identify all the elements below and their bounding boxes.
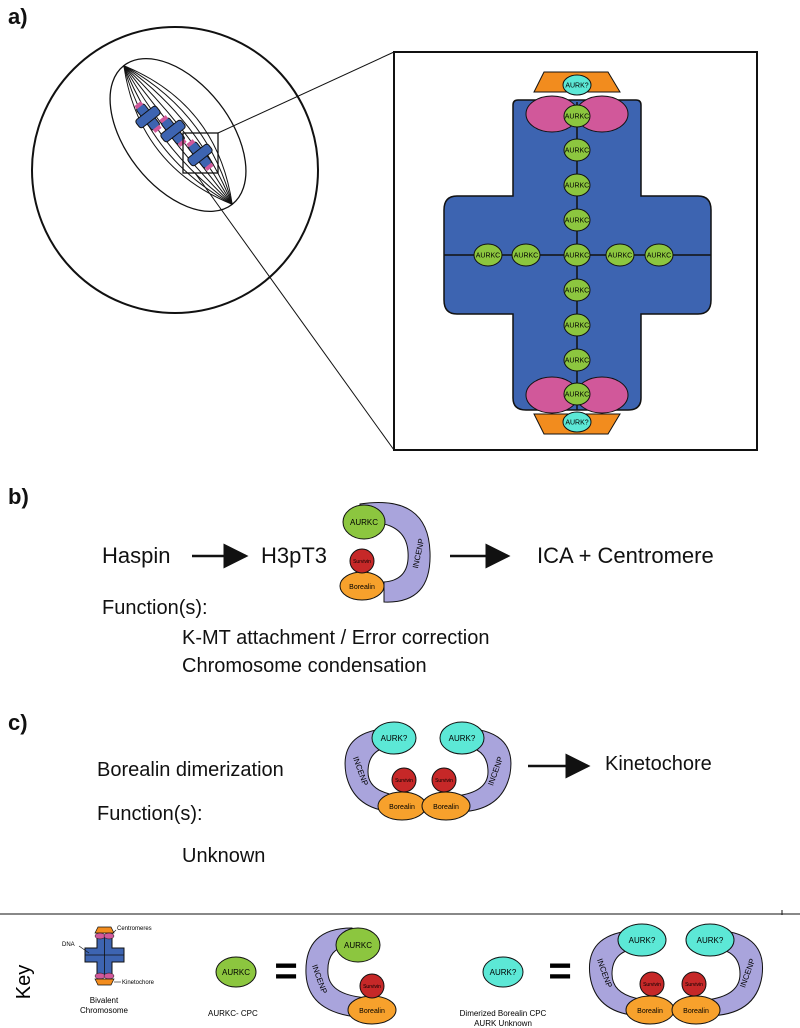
key-complex-kinase-label: AURKC <box>344 941 372 950</box>
dimer-kinase-left-label: AURK? <box>381 734 408 743</box>
dimer-kinase-right-label: AURK? <box>449 734 476 743</box>
panel-c-function-heading: Function(s): <box>97 803 203 825</box>
pathway-step-h3pt3: H3pT3 <box>261 543 328 568</box>
zoom-aurkc-vertical-label: AURKC <box>565 358 590 365</box>
zoom-aurk-unknown-bottom <box>562 411 592 433</box>
key-dimer-caption-line1: Dimerized Borealin CPC <box>460 1009 547 1018</box>
zoom-aurkc-vertical <box>563 278 591 302</box>
key-kinetochore-label: Kinetochore <box>122 980 155 986</box>
pathway-step-haspin: Haspin <box>102 543 171 568</box>
dimer-borealin-right-label: Borealin <box>433 804 459 811</box>
key-aurkc-caption: AURKC- CPC <box>208 1009 258 1018</box>
panel-b-label: b) <box>8 484 29 509</box>
panel-c-process: Borealin dimerization <box>97 759 284 781</box>
zoom-aurkc-vertical <box>563 348 591 372</box>
key-dimer-survivin-right-label: Survivin <box>685 982 703 988</box>
key-complex-borealin-label: Borealin <box>359 1008 385 1015</box>
key-dimer-survivin-left-label: Survivin <box>643 982 661 988</box>
zoom-aurkc-horizontal <box>605 243 635 267</box>
panel-b-function-line-2: Chromosome condensation <box>182 655 427 677</box>
zoom-aurkc-horizontal-label: AURKC <box>647 253 672 260</box>
spindle <box>109 57 247 213</box>
zoom-protein-layer: AURK? AURKC AURKC AURKC AURKC AURKC AURKC AURKC… <box>473 74 674 433</box>
panel-c-function-value: Unknown <box>182 845 266 867</box>
mini-chromosome <box>159 115 187 147</box>
dimer-survivin-right-label: Survivin <box>435 778 453 784</box>
key-equals-1: = <box>274 949 297 993</box>
cell-overview <box>31 26 319 314</box>
key-aurkc-symbol-shape <box>215 956 257 988</box>
zoom-aurkc-vertical <box>563 313 591 337</box>
zoom-aurk-unknown-bottom-label: AURK? <box>565 420 588 427</box>
key-dimer-borealin-right-label: Borealin <box>683 1008 709 1015</box>
zoom-aurkc-horizontal <box>644 243 674 267</box>
key-chromosome-caption-line1: Bivalent <box>90 996 119 1005</box>
zoom-aurkc-vertical-label: AURKC <box>565 183 590 190</box>
key-dimer-caption-line2: AURK Unknown <box>474 1019 532 1028</box>
aurkc-cpc-complex: AURKC INCENP Survivin Borealin <box>339 502 431 603</box>
zoom-aurkc-vertical <box>563 173 591 197</box>
panel-b-function-heading: Function(s): <box>102 597 208 619</box>
panel-b-function-line-1: K-MT attachment / Error correction <box>182 627 490 649</box>
zoom-aurkc-horizontal <box>511 243 541 267</box>
key-chromosome-caption-line2: Chromosome <box>80 1006 129 1015</box>
key-centromeres-label: Centromeres <box>117 926 152 932</box>
mini-chromosome <box>134 101 162 133</box>
zoom-aurkc-horizontal <box>473 243 503 267</box>
panel-c-target: Kinetochore <box>605 753 712 775</box>
panel-c-label: c) <box>8 710 28 735</box>
zoom-aurk-unknown-top-label: AURK? <box>565 83 588 90</box>
dimer-survivin-left-label: Survivin <box>395 778 413 784</box>
zoom-aurkc-horizontal-label: AURKC <box>476 253 501 260</box>
zoom-aurkc-horizontal-label: AURKC <box>514 253 539 260</box>
key-aurk-unknown-symbol-label: AURK? <box>490 968 517 977</box>
key-aurkc-symbol-label: AURKC <box>222 968 250 977</box>
key-aurkc-complex: AURKC INCENP Survivin Borealin <box>305 927 397 1025</box>
zoom-aurkc-vertical-label: AURKC <box>565 392 590 399</box>
zoom-aurkc-vertical <box>563 104 591 128</box>
complex-kinase-label: AURKC <box>350 518 378 527</box>
zoom-aurkc-vertical-label: AURKC <box>565 288 590 295</box>
zoom-aurkc-vertical <box>563 138 591 162</box>
zoom-aurkc-vertical-label: AURKC <box>565 323 590 330</box>
key-dna-label: DNA <box>62 942 75 948</box>
pathway-step-ica-centromere: ICA + Centromere <box>537 543 714 568</box>
complex-survivin-label: Survivin <box>353 559 371 565</box>
key-label: Key <box>13 965 35 999</box>
zoom-aurkc-vertical <box>563 382 591 406</box>
key-dimer-complex: AURK? AURK? INCENP INCENP Survivin Survi… <box>588 923 764 1025</box>
complex-borealin-label: Borealin <box>349 584 375 591</box>
key-bivalent-chromosome: Centromeres DNA Kinetochore Bivalent Chr… <box>62 926 155 1015</box>
zoom-aurkc-vertical-label: AURKC <box>565 148 590 155</box>
key-dimer-kinase-left-label: AURK? <box>629 936 656 945</box>
zoom-aurkc-vertical <box>563 208 591 232</box>
zoom-aurk-unknown-top <box>562 74 592 96</box>
zoom-aurkc-vertical-label: AURKC <box>565 114 590 121</box>
key-dimer-kinase-right-label: AURK? <box>697 936 724 945</box>
zoom-region-box <box>182 132 219 174</box>
zoom-aurkc-horizontal-label: AURKC <box>608 253 633 260</box>
zoom-aurkc-vertical <box>563 243 591 267</box>
zoom-aurkc-vertical-label: AURKC <box>565 253 590 260</box>
key-equals-2: = <box>548 949 571 993</box>
key-complex-survivin-label: Survivin <box>363 984 381 990</box>
mini-chromosome <box>186 139 214 171</box>
dimer-borealin-left-label: Borealin <box>389 804 415 811</box>
dimer-cpc-complex: AURK? AURK? INCENP INCENP Survivin Survi… <box>344 721 512 821</box>
key-dimer-borealin-left-label: Borealin <box>637 1008 663 1015</box>
panel-a-label: a) <box>8 4 28 29</box>
key-aurk-unknown-symbol-shape <box>482 956 524 988</box>
zoom-aurkc-vertical-label: AURKC <box>565 218 590 225</box>
